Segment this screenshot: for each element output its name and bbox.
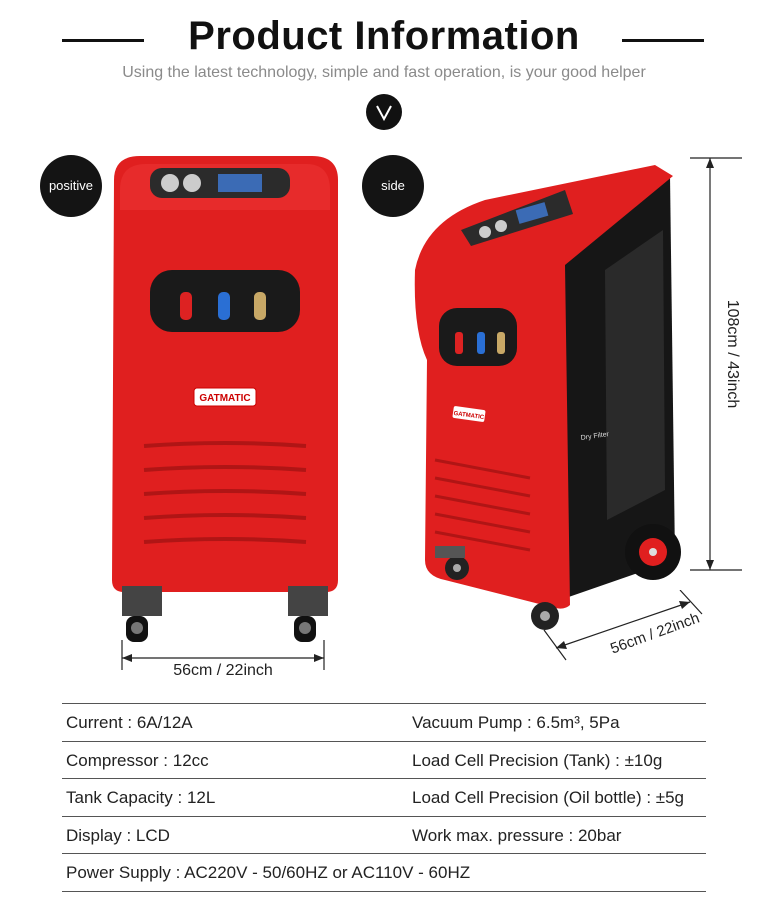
height-label: 108cm / 43inch [724, 299, 741, 409]
title-right-rule [622, 39, 704, 42]
product-front-image: GATMATIC [112, 156, 338, 642]
title-left-rule [62, 39, 144, 42]
spec-power-supply: Power Supply : AC220V - 50/60HZ or AC110… [66, 863, 471, 883]
brand-logo: GATMATIC [193, 387, 257, 407]
specs-table: Current : 6A/12A Vacuum Pump : 6.5m³, 5P… [62, 703, 706, 892]
spec-vacuum-pump: Vacuum Pump : 6.5m³, 5Pa [412, 713, 620, 732]
table-row: Power Supply : AC220V - 50/60HZ or AC110… [62, 853, 706, 892]
height-dimension [690, 157, 742, 571]
page-title: Product Information [188, 14, 580, 58]
dry-filter-label: Dry Filter [580, 431, 610, 442]
front-width-dimension [121, 640, 325, 670]
table-row: Compressor : 12cc Load Cell Precision (T… [62, 740, 706, 779]
page-subtitle: Using the latest technology, simple and … [122, 64, 646, 81]
spec-current: Current : 6A/12A [66, 713, 193, 732]
spec-display: Display : LCD [66, 825, 170, 845]
spec-tank-capacity: Tank Capacity : 12L [66, 788, 216, 808]
table-row: Display : LCD Work max. pressure : 20bar [62, 815, 706, 854]
badge-side-view: side [362, 155, 424, 217]
product-side-image: GATMATIC Dry Filter [414, 165, 681, 630]
table-row: Current : 6A/12A Vacuum Pump : 6.5m³, 5P… [62, 703, 706, 741]
side-depth-dimension [543, 590, 703, 661]
spec-work-pressure: Work max. pressure : 20bar [412, 825, 622, 845]
spec-load-cell-oil: Load Cell Precision (Oil bottle) : ±5g [412, 788, 685, 808]
spec-load-cell-tank: Load Cell Precision (Tank) : ±10g [412, 750, 663, 770]
side-brand-logo: GATMATIC [453, 411, 485, 421]
spec-compressor: Compressor : 12cc [66, 750, 209, 770]
header: Product Information [0, 8, 768, 58]
table-row: Tank Capacity : 12L Load Cell Precision … [62, 778, 706, 816]
badge-front-view: positive [40, 155, 102, 217]
chevron-down-icon [366, 94, 402, 130]
svg-text:GATMATIC: GATMATIC [199, 393, 250, 404]
front-width-label: 56cm / 22inch [173, 662, 273, 679]
